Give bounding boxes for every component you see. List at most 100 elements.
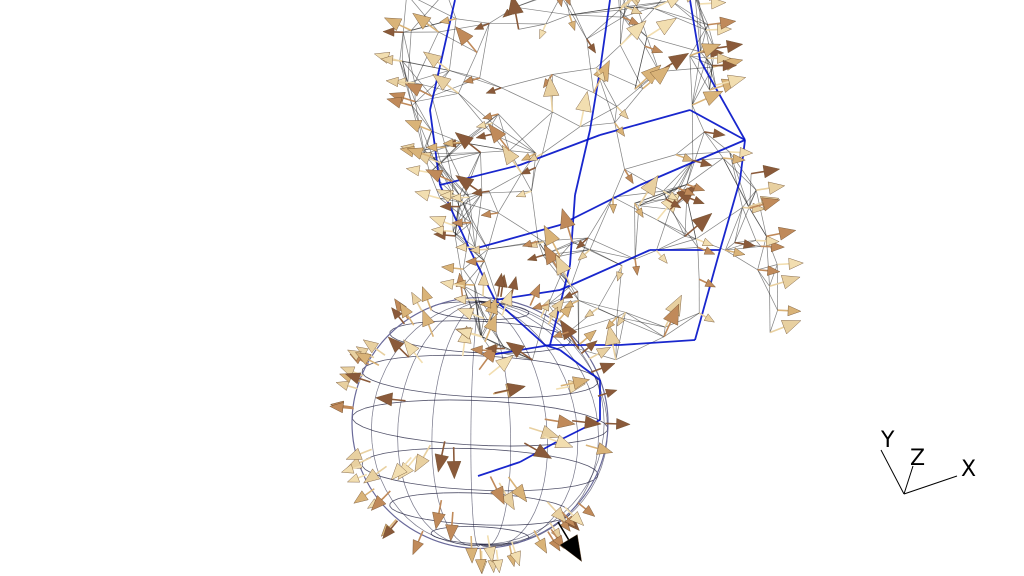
sphere-edge <box>528 326 538 336</box>
lattice-edge <box>694 0 701 52</box>
lattice-normal-cone <box>480 209 492 219</box>
lattice-edge <box>459 152 481 196</box>
sphere-normal-cone <box>363 468 381 484</box>
lattice-normal-shaft <box>561 331 569 336</box>
sphere-edge <box>507 320 515 329</box>
sphere-edge <box>435 489 439 501</box>
lattice-normal-shaft <box>634 77 648 90</box>
lattice-edge <box>545 0 560 25</box>
lattice-edge <box>691 51 701 106</box>
sphere-edge <box>376 467 382 480</box>
lattice-edge <box>542 111 553 154</box>
lattice-normal-cone <box>456 327 473 340</box>
lattice-edge <box>625 311 666 328</box>
lattice-edge <box>462 202 489 250</box>
lattice-normal-cone <box>432 73 452 91</box>
sphere-edge <box>447 487 468 490</box>
lattice-normal-cone <box>587 43 597 54</box>
lattice-normal-shaft <box>528 166 537 172</box>
sphere-edge <box>594 434 604 439</box>
sphere-edge <box>526 313 529 316</box>
lattice-normal-shaft <box>734 241 745 245</box>
sphere-edge <box>492 539 496 544</box>
sphere-edge <box>371 430 373 443</box>
lattice-normal-cone <box>560 319 578 341</box>
lattice-edge <box>454 222 472 237</box>
lattice-normal-cone <box>485 86 496 94</box>
sphere-edge <box>515 402 537 406</box>
sphere-edge <box>433 390 437 404</box>
sphere-edge <box>587 385 594 399</box>
sphere-edge <box>596 467 602 480</box>
sphere-normal-cone <box>569 511 585 526</box>
sphere-edge <box>492 541 506 545</box>
lattice-normal-shaft <box>465 283 475 286</box>
sphere-edge <box>451 315 459 318</box>
lattice-normal-cone <box>649 65 671 85</box>
sphere-edge <box>418 514 426 523</box>
lattice-normal-cone <box>788 257 804 270</box>
sphere-normal-shaft <box>523 442 538 451</box>
lattice-normal-cone <box>380 55 394 66</box>
lattice-edge <box>548 300 579 305</box>
sphere-edge <box>471 448 493 450</box>
lattice-normal-cone <box>465 256 477 266</box>
lattice-normal-cone <box>605 319 616 330</box>
lattice-edge <box>755 190 767 237</box>
lattice-normal-shaft <box>757 268 768 272</box>
highlight-edge <box>599 0 611 71</box>
sphere-edge <box>387 434 405 439</box>
lattice-normal-cone <box>692 195 705 205</box>
lattice-edge <box>656 219 686 237</box>
lattice-normal-shaft <box>707 22 721 26</box>
lattice-edge <box>675 131 705 155</box>
lattice-edge <box>476 23 490 53</box>
sphere-edge <box>507 538 514 544</box>
sphere-edge <box>471 369 473 382</box>
lattice-normal-cone <box>761 197 781 212</box>
lattice-edge <box>704 131 724 159</box>
sphere-edge <box>417 493 430 496</box>
lattice-edge <box>686 160 694 185</box>
sphere-edge <box>549 455 566 460</box>
lattice-normal-cone <box>383 17 403 32</box>
lattice-normal-shaft <box>623 168 630 177</box>
sphere-normal-cone <box>510 483 528 503</box>
lattice-normal-shaft <box>499 138 510 152</box>
sphere-normal-shaft <box>508 545 513 556</box>
sphere-normal-cone <box>532 443 553 459</box>
sphere-edge <box>435 309 447 316</box>
sphere-edge <box>472 512 474 521</box>
sphere-edge <box>474 328 476 338</box>
sphere-normal-cone <box>354 352 372 366</box>
sphere-normal-shaft <box>398 347 410 358</box>
sphere-normal-cone <box>387 336 405 353</box>
lattice-normal-shaft <box>656 207 668 221</box>
lattice-normal-shaft <box>440 175 453 183</box>
lattice-normal-cone <box>700 43 722 58</box>
lattice-normal-cone <box>531 302 543 310</box>
sphere-normal-shaft <box>357 473 368 479</box>
sphere-edge <box>582 489 591 501</box>
lattice-normal-shaft <box>542 23 547 32</box>
sphere-edge <box>558 366 566 379</box>
sphere-normal-cone <box>483 313 497 333</box>
sphere-edge <box>507 317 514 320</box>
sphere-edge <box>432 310 436 313</box>
sphere-edge <box>518 533 531 539</box>
sphere-edge <box>440 527 447 529</box>
lattice-normal-cone <box>709 0 712 2</box>
sphere-edge <box>543 406 547 420</box>
sphere-edge <box>468 301 481 304</box>
sphere-normal-shaft <box>478 357 489 371</box>
lattice-normal-shaft <box>698 278 707 284</box>
sphere-normal-cone <box>411 291 422 306</box>
sphere-edge <box>408 399 429 402</box>
sphere-edge <box>425 531 436 538</box>
sphere-edge <box>457 302 469 306</box>
lattice-edge <box>711 65 716 86</box>
sphere-edge <box>371 404 375 418</box>
lattice-edge <box>570 237 589 287</box>
